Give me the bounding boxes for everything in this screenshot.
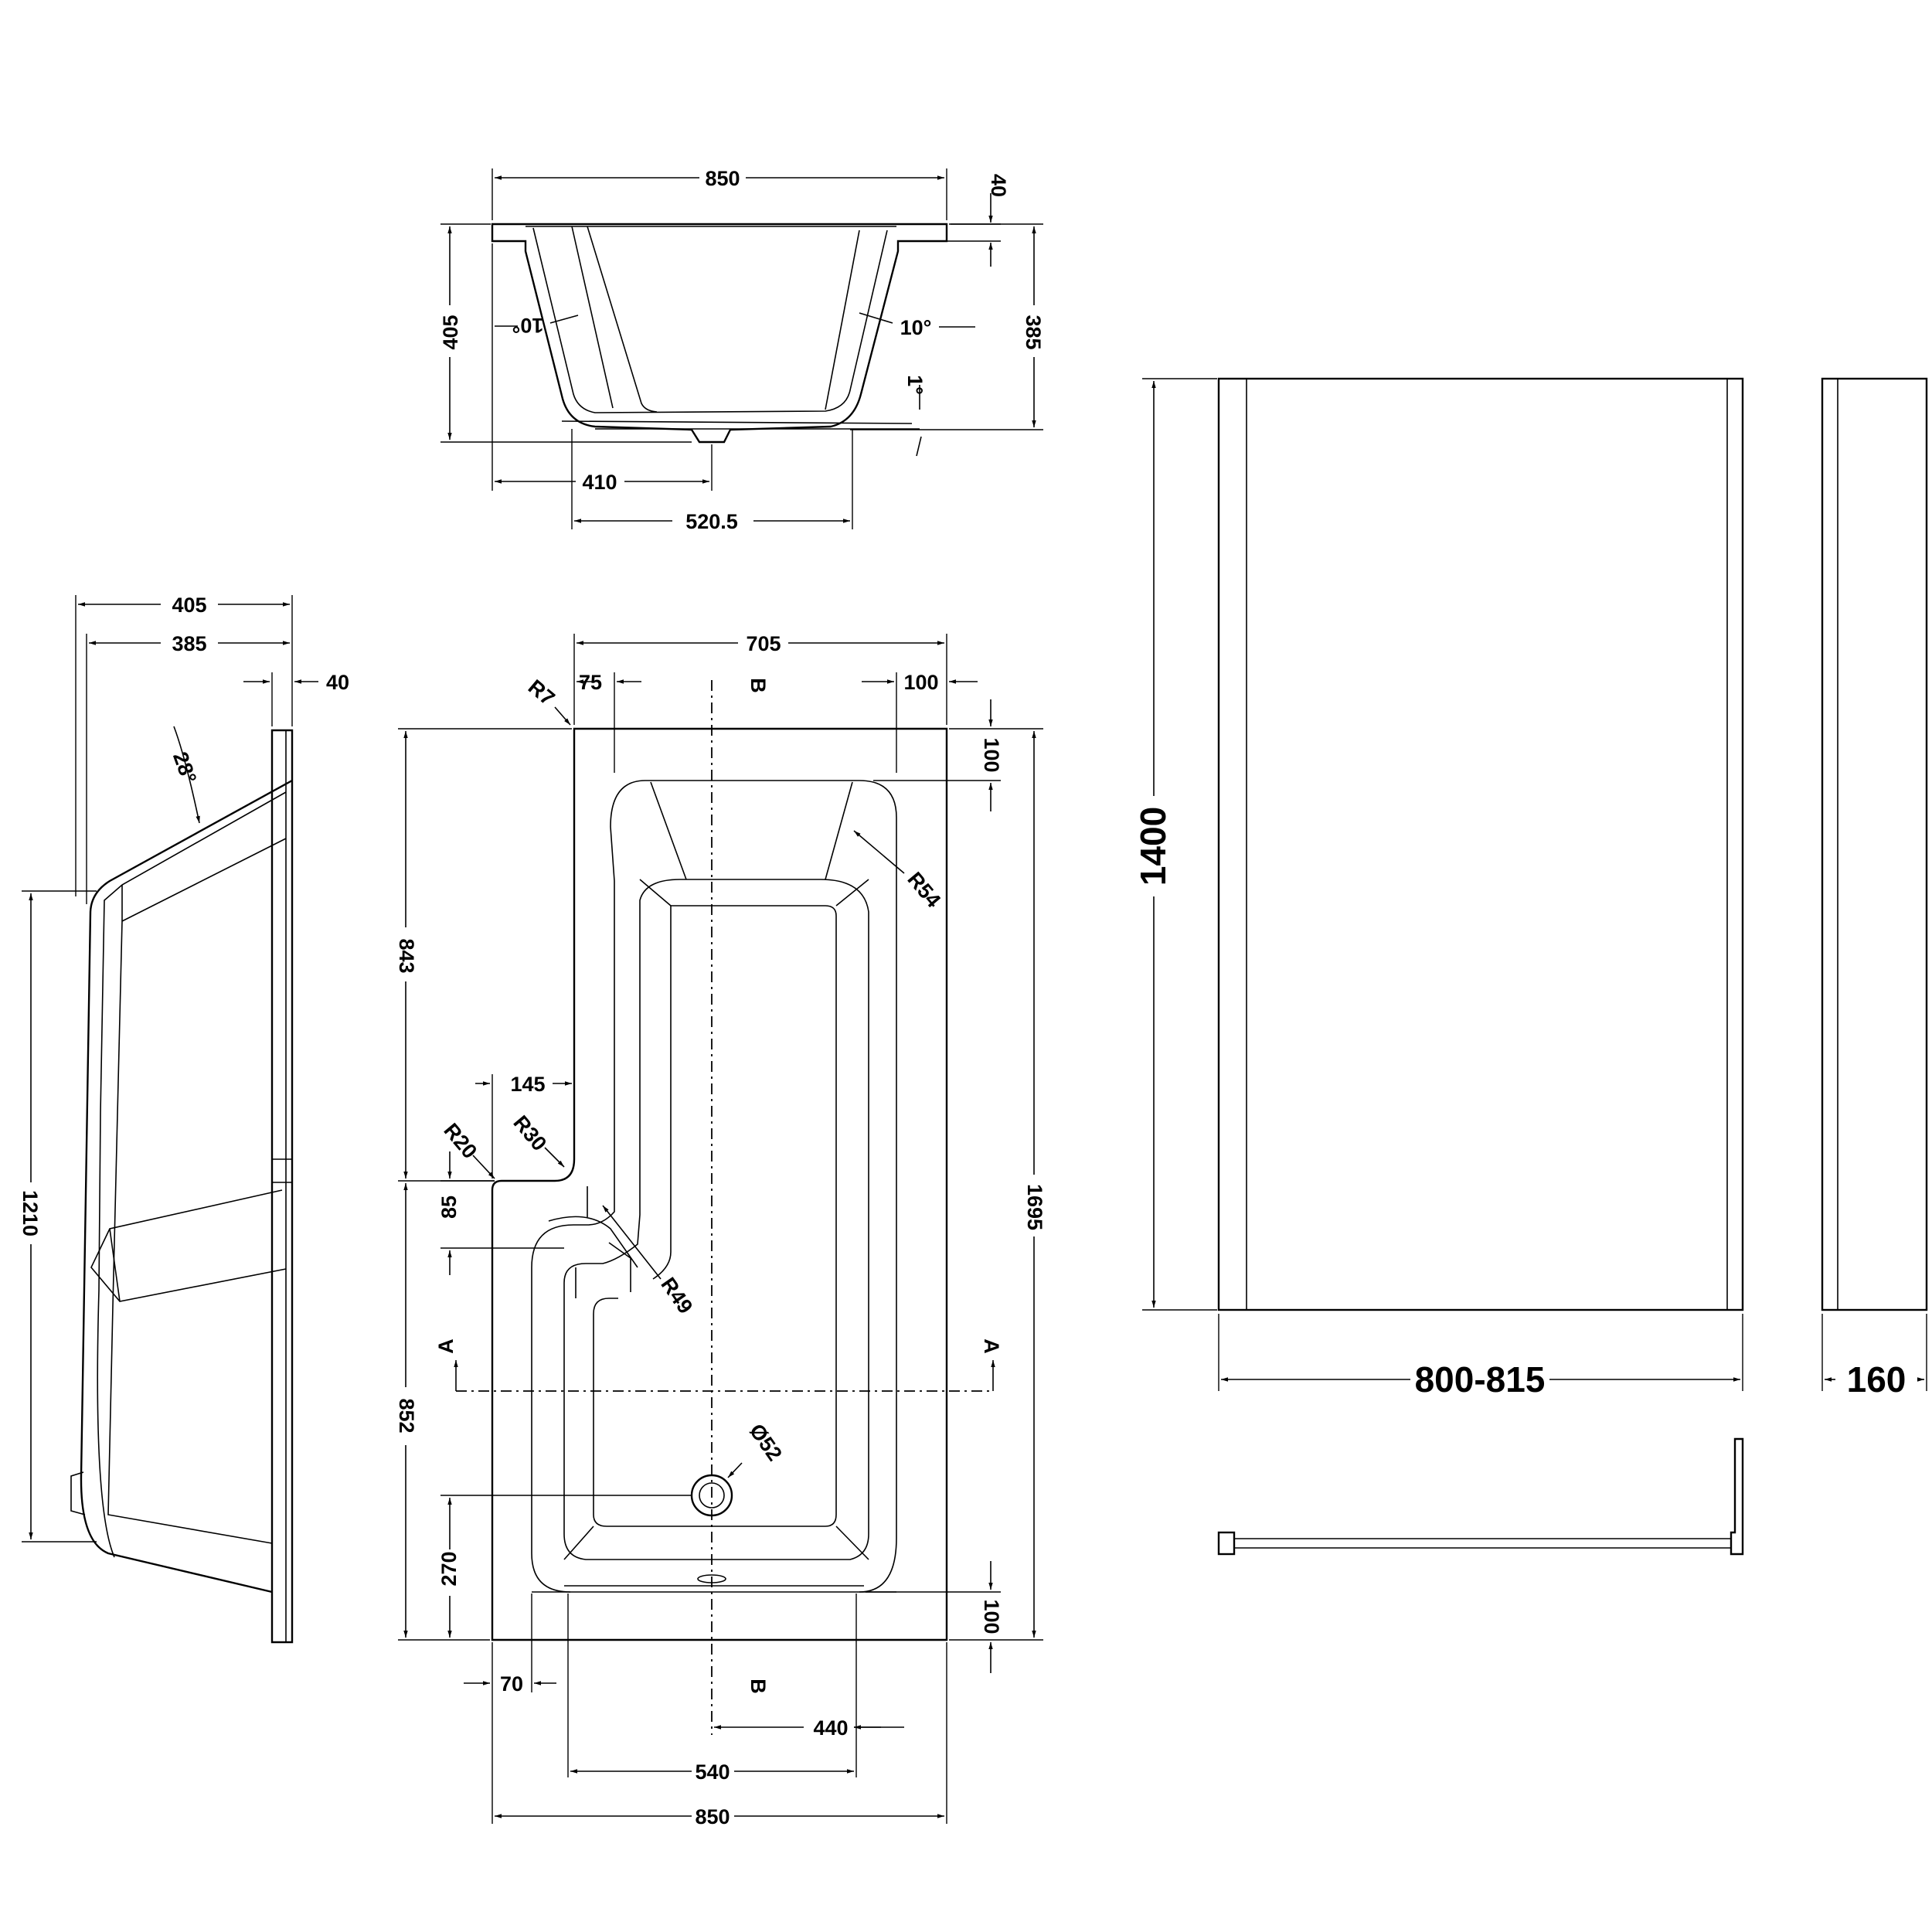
plan-floor-width-label: 540: [695, 1760, 730, 1784]
end-view-rim-label: 40: [987, 174, 1010, 197]
end-view-angle-left-label: 10°: [512, 314, 544, 337]
plan-overall-width-label: 850: [695, 1805, 730, 1828]
end-view-depth-left-label: 405: [439, 315, 462, 349]
plan-rim-top-label: 100: [980, 737, 1003, 772]
side-view: 405 385 40 28° 1210: [19, 594, 349, 1644]
plan-step-height-label: 85: [437, 1196, 461, 1219]
end-view-waste-offset-label: 410: [582, 471, 617, 494]
end-view: 850 40 405 385 10° 10° 1°: [439, 167, 1045, 533]
side-view-angle-label: 28°: [168, 749, 201, 787]
end-view-depth-right-label: 385: [1022, 315, 1045, 349]
plan-step-width-label: 145: [510, 1073, 545, 1096]
radius-r30-label: R30: [509, 1111, 551, 1155]
section-b-top-label: B: [747, 678, 770, 693]
section-a-left-label: A: [434, 1338, 457, 1354]
screen-front-elevation: [1217, 377, 1744, 1311]
waste-diameter-label: Ø52: [745, 1420, 787, 1465]
section-a-right-label: A: [980, 1338, 1003, 1354]
bath-screen: 1400 800-815 160: [1133, 377, 1928, 1556]
plan-view: A A B B Ø52 705 R7 75 100 100: [395, 632, 1046, 1828]
end-view-width-label: 850: [705, 167, 740, 190]
plan-rim-left-label: 75: [579, 671, 602, 694]
plan-rim-left-lower-label: 70: [500, 1672, 523, 1696]
side-view-width-outer-label: 405: [172, 594, 206, 617]
end-view-angle-right-label: 10°: [900, 316, 932, 339]
plan-waste-to-side-label: 440: [813, 1716, 848, 1740]
screen-height-label: 1400: [1133, 807, 1173, 886]
plan-top-width-label: 705: [746, 632, 781, 655]
end-view-floor-width-label: 520.5: [685, 510, 738, 533]
radius-r20-label: R20: [439, 1119, 481, 1163]
screen-side-elevation: [1821, 377, 1928, 1311]
plan-rim-bottom-label: 100: [980, 1599, 1003, 1634]
side-view-length-label: 1210: [19, 1190, 42, 1236]
plan-waste-from-end-label: 270: [437, 1551, 461, 1586]
side-view-width-inner-label: 385: [172, 632, 206, 655]
radius-r7-label: R7: [524, 675, 560, 710]
radius-r49-label: R49: [656, 1274, 697, 1318]
screen-width-label: 800-815: [1415, 1359, 1546, 1400]
screen-plan: [1217, 1437, 1744, 1556]
end-view-slope-label: 1°: [903, 375, 927, 395]
radius-r54-label: R54: [903, 868, 945, 912]
plan-lower-length-label: 852: [395, 1398, 418, 1433]
plan-upper-length-label: 843: [395, 938, 418, 973]
screen-depth-label: 160: [1847, 1359, 1906, 1400]
plan-overall-length-label: 1695: [1023, 1184, 1046, 1230]
section-b-bottom-label: B: [747, 1679, 770, 1694]
plan-rim-right-label: 100: [903, 671, 938, 694]
side-view-rim-label: 40: [326, 671, 349, 694]
